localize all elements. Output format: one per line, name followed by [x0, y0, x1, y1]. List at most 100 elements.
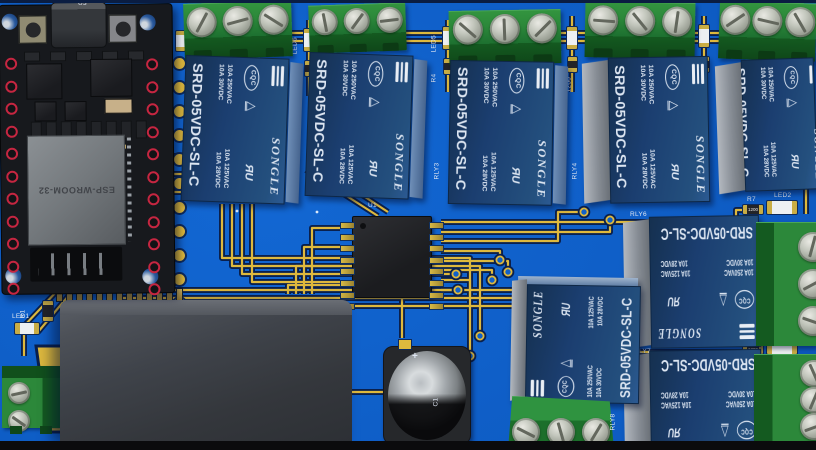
screw: [452, 14, 483, 45]
rating-ac: 10A 250VAC: [766, 66, 775, 103]
coil-stripes-icon: [530, 379, 545, 397]
ic-pins-right: [429, 222, 444, 311]
screw: [186, 6, 218, 38]
ref-r4: R4: [430, 73, 438, 83]
capacitor-pad: [398, 339, 412, 350]
wire-notch: [725, 49, 743, 60]
pin-hole: [7, 260, 20, 273]
relay-brand: SONGLE: [693, 135, 707, 195]
header-holes-right: [146, 58, 161, 296]
relay-model: SRD-05VDC-SL-C: [453, 66, 471, 191]
esp32-wroom-module: ESP-WROOM-32: [26, 134, 132, 246]
screw: [752, 5, 784, 37]
pin-hole: [147, 193, 160, 206]
screw: [798, 231, 816, 262]
terminal-block-5[interactable]: [718, 0, 816, 62]
esp32-dev-board[interactable]: ESP-WROOM-32: [0, 1, 176, 296]
relay-brand: SONGLE: [391, 133, 406, 193]
cqc-logo-icon: CQC: [665, 64, 681, 91]
relay-cert-row: CQC △ ЯU: [656, 290, 755, 311]
terminal-block-4[interactable]: [584, 1, 696, 59]
triangle-cert-icon: △: [721, 423, 729, 441]
relay-model: SRD-05VDC-SL-C: [660, 354, 756, 376]
relay-brand: SONGLE: [267, 137, 282, 197]
rating-dc2: 10A 28VDC: [213, 151, 222, 189]
screw: [798, 306, 816, 337]
micro-usb-connector: [50, 1, 107, 49]
relay-side: [581, 60, 611, 204]
relay-cert-row: CQC △ ЯU: [507, 67, 525, 199]
ref-u3: U3: [78, 0, 87, 7]
triangle-cert-icon: △: [786, 98, 800, 108]
wire-notch: [265, 47, 285, 58]
pin-hole: [6, 170, 19, 183]
capacitor-c1[interactable]: [383, 339, 471, 445]
ref-rly6: RLY6: [630, 211, 647, 218]
relay-brand-row: SONGLE: [657, 323, 755, 341]
boot-button[interactable]: [18, 15, 47, 44]
pin1-dot: [360, 223, 366, 229]
terminal-block-2[interactable]: [308, 2, 407, 54]
button-cap: [115, 21, 131, 37]
button-cap: [25, 21, 41, 38]
rating-ac: 10A 250VAC: [489, 67, 498, 108]
rating-ac2: 10A 125VAC: [648, 149, 656, 189]
led2: [766, 200, 798, 215]
resistor: [567, 56, 578, 73]
ul-recognized-icon: ЯU: [560, 302, 574, 317]
triangle-cert-icon: △: [510, 104, 525, 115]
rating-ac2: 10A 125VAC: [488, 151, 497, 192]
cqc-logo-icon: CQC: [734, 290, 755, 310]
terminal-block-right-1[interactable]: [756, 222, 816, 346]
reset-button[interactable]: [108, 14, 137, 43]
ref-u1: U1: [368, 202, 377, 209]
screw: [800, 413, 816, 441]
screw: [800, 360, 816, 387]
relay-cert-row: CQC △ ЯU: [783, 65, 802, 182]
terminal-block-left[interactable]: [2, 366, 60, 434]
triangle-cert-icon: △: [719, 292, 728, 311]
coil-stripes-icon: [536, 68, 549, 89]
relay-model: SRD-05VDC-SL-C: [611, 65, 630, 189]
ref-rly7: RLY7: [634, 348, 651, 355]
rating-ac: 10A 250VAC: [348, 60, 357, 100]
cqc-logo-icon: CQC: [783, 65, 799, 90]
terminal-screws: [308, 6, 406, 36]
terminal-foot: [40, 426, 52, 434]
ul-recognized-icon: ЯU: [667, 293, 681, 309]
terminal-block-right-2[interactable]: [754, 354, 816, 446]
pin-hole: [147, 170, 160, 183]
pin-hole: [146, 80, 159, 93]
power-module[interactable]: [60, 300, 352, 441]
rating-dc: 10A 30VDC: [726, 256, 754, 266]
relay-model: SRD-05VDC-SL-C: [616, 297, 636, 399]
screw: [798, 268, 816, 299]
rating-ac: 10A 250VAC: [725, 397, 757, 408]
rating-dc2: 10A 28VDC: [660, 257, 688, 268]
pin-hole: [146, 58, 159, 71]
relay-cert-row: CQC △ ЯU: [665, 64, 682, 195]
driver-ic-u1[interactable]: [340, 216, 444, 311]
pin-hole: [146, 148, 160, 161]
rating-dc: 10A 30VDC: [758, 67, 767, 100]
terminal-screws: [585, 5, 696, 37]
letterbox-bar: [0, 441, 816, 450]
rating-dc2: 10A 28VDC: [660, 389, 689, 399]
triangle-cert-icon: △: [667, 100, 682, 111]
terminal-block-3[interactable]: [448, 9, 562, 65]
terminal-block-1[interactable]: [183, 0, 293, 60]
